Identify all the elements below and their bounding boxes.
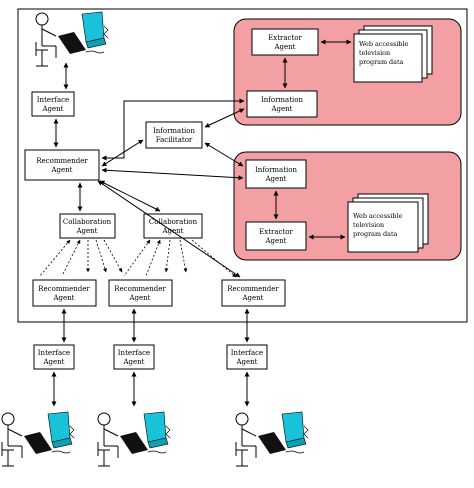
web-data-top-line3: program data <box>359 58 404 66</box>
web-data-bottom-line3: program data <box>353 230 398 238</box>
interface-agent-2-line1: Interface <box>118 349 150 357</box>
interface-agent-1-line2: Agent <box>43 358 65 366</box>
interface-agent-1: Interface Agent <box>33 344 75 370</box>
interface-agent-top: Interface Agent <box>31 91 75 117</box>
extractor-agent-top: Extractor Agent <box>251 28 319 56</box>
extractor-agent-top-line1: Extractor <box>268 34 302 42</box>
system-boundary <box>17 8 468 323</box>
interface-agent-3-line2: Agent <box>236 358 258 366</box>
information-agent-bottom-line2: Agent <box>265 175 287 183</box>
information-agent-bottom-line1: Information <box>255 166 298 174</box>
extractor-agent-bottom: Extractor Agent <box>245 221 307 251</box>
recommender-agent-2-line2: Agent <box>129 294 151 302</box>
interface-agent-2-line2: Agent <box>123 358 145 366</box>
user-at-computer-icon <box>35 11 109 67</box>
recommender-agent-2-line1: Recommender <box>114 285 166 293</box>
recommender-agent-3-line1: Recommender <box>227 285 279 293</box>
collaboration-links <box>39 239 237 278</box>
recommender-agent-main-line1: Recommender <box>36 157 88 165</box>
user-at-computer-icon <box>1 411 75 467</box>
information-agent-top-line1: Information <box>261 96 304 104</box>
document-stack-icon: Web accessible television program data <box>347 193 429 253</box>
collaboration-agent-1-line1: Collaboration <box>63 218 112 226</box>
interface-agent-3-line1: Interface <box>231 349 263 357</box>
recommender-agent-1-line1: Recommender <box>38 285 90 293</box>
information-facilitator-line1: Information <box>153 127 196 135</box>
interface-agent-top-line1: Interface <box>37 96 69 104</box>
recommender-agent-3-line2: Agent <box>242 294 264 302</box>
interface-agent-top-line2: Agent <box>42 105 64 113</box>
extractor-agent-top-line2: Agent <box>274 43 296 51</box>
interface-agent-1-line1: Interface <box>38 349 70 357</box>
recommender-agent-1-line2: Agent <box>53 294 75 302</box>
information-facilitator: Information Facilitator <box>145 121 203 149</box>
user-at-computer-icon <box>97 411 171 467</box>
recommender-agent-main: Recommender Agent <box>24 149 100 181</box>
information-agent-bottom: Information Agent <box>245 159 307 189</box>
collaboration-agent-2-line1: Collaboration <box>149 218 198 226</box>
web-data-top-line1: Web accessible <box>359 40 408 48</box>
recommender-agent-2: Recommender Agent <box>108 279 173 307</box>
extractor-agent-bottom-line1: Extractor <box>259 228 293 236</box>
recommender-agent-1: Recommender Agent <box>32 279 97 307</box>
document-stack-icon: Web accessible television program data <box>353 25 433 83</box>
web-data-bottom-line2: television <box>353 221 384 229</box>
information-facilitator-line2: Facilitator <box>156 136 193 144</box>
information-agent-top-line2: Agent <box>271 105 293 113</box>
interface-agent-3: Interface Agent <box>226 344 268 370</box>
web-data-bottom-line1: Web accessible <box>353 212 402 220</box>
connector-arrows <box>51 39 352 407</box>
collaboration-agent-1: Collaboration Agent <box>59 213 116 239</box>
information-agent-top: Information Agent <box>246 90 318 118</box>
interface-agent-2: Interface Agent <box>113 344 155 370</box>
web-data-top-line2: television <box>359 49 390 57</box>
recommender-agent-3: Recommender Agent <box>221 279 286 307</box>
recommender-agent-main-line2: Agent <box>51 166 73 174</box>
user-at-computer-icon <box>235 411 309 467</box>
collaboration-agent-1-line2: Agent <box>76 227 98 235</box>
extractor-agent-bottom-line2: Agent <box>265 237 287 245</box>
